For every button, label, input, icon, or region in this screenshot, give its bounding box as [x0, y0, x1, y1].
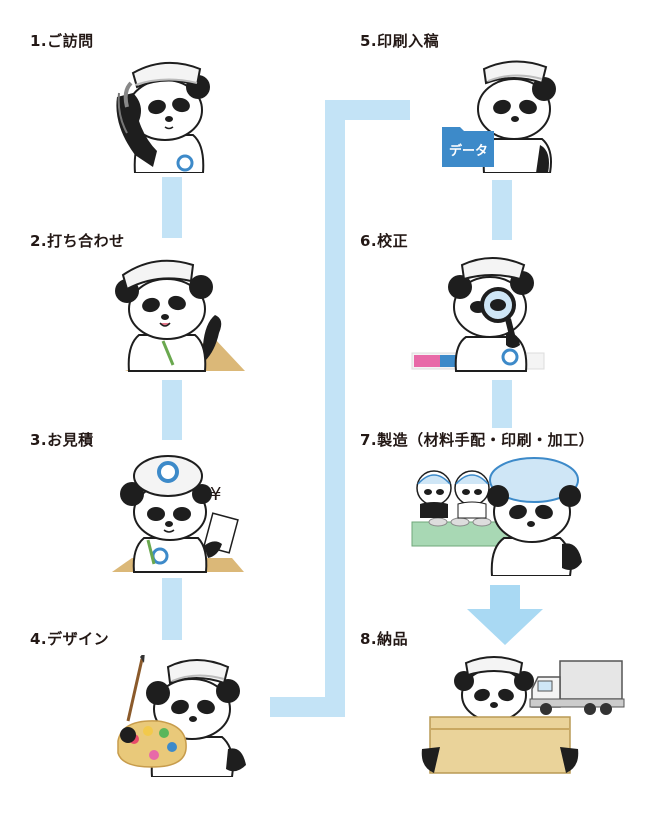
step-1-label: 1.ご訪問: [30, 32, 94, 50]
step-3-label: 3.お見積: [30, 431, 94, 449]
panda-estimate-icon: ¥: [112, 455, 244, 573]
panda-data-submit-icon: データ: [442, 60, 556, 173]
step-4-label: 4.デザイン: [30, 630, 110, 648]
panda-meeting-icon: [115, 259, 245, 372]
down-arrow-7-8: [467, 585, 543, 645]
step-6-label: 6.校正: [360, 232, 409, 250]
panda-delivery-truck-icon: [421, 656, 625, 774]
connector-2-3: [162, 380, 182, 440]
connector-1-2: [162, 177, 182, 238]
step-2-label: 2.打ち合わせ: [30, 232, 125, 250]
data-folder-label: データ: [449, 143, 488, 159]
connector-6-7: [492, 380, 512, 428]
step-8-label: 8.納品: [360, 630, 409, 648]
step-5-label: 5.印刷入稿: [360, 32, 440, 50]
step-7-label: 7.製造（材料手配・印刷・加工）: [360, 431, 595, 449]
panda-phone-icon: [116, 61, 210, 173]
yen-sign: ¥: [210, 484, 221, 505]
panda-palette-icon: [117, 655, 246, 777]
connector-3-4: [162, 578, 182, 640]
panda-magnifier-icon: [411, 257, 545, 372]
connector-4-5: [270, 100, 410, 717]
panda-factory-icon: [411, 457, 582, 576]
connector-5-6: [492, 180, 512, 240]
